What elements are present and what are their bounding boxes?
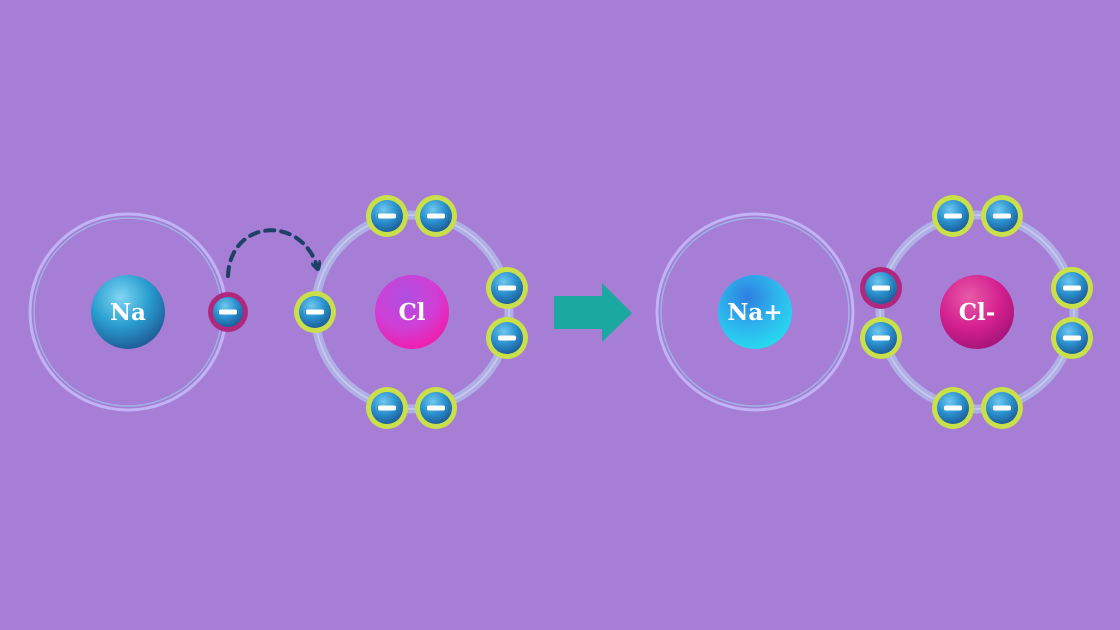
chloride-ion-shell [875, 210, 1079, 414]
chloride-electron-5 [932, 387, 974, 429]
chlorine-electron-6 [415, 387, 457, 429]
chlorine-electron-7 [294, 291, 336, 333]
electron-transfer-arrow [226, 228, 317, 278]
sodium-atom: Na [28, 212, 228, 412]
chlorine-electron-5 [366, 387, 408, 429]
chlorine-electron-4 [486, 317, 528, 359]
chloride-electron-2 [981, 195, 1023, 237]
chloride-electron-7 [860, 317, 902, 359]
sodium-symbol: Na [110, 299, 146, 326]
chlorine-electron-3 [486, 267, 528, 309]
chlorine-electron-1 [366, 195, 408, 237]
chloride-ion-symbol: Cl- [959, 299, 996, 326]
chloride-electron-6 [981, 387, 1023, 429]
chloride-ion-nucleus [940, 275, 1014, 349]
sodium-ion-nucleus [718, 275, 792, 349]
chloride-electron-4 [1051, 317, 1093, 359]
sodium-ion-shell [655, 212, 855, 412]
chlorine-electron-2 [415, 195, 457, 237]
chlorine-valence-electrons [294, 195, 528, 429]
chloride-electron-3 [1051, 267, 1093, 309]
sodium-nucleus [91, 275, 165, 349]
chlorine-symbol: Cl [398, 299, 425, 326]
chloride-gained-electron [860, 267, 902, 309]
reaction-arrow [554, 283, 632, 342]
chloride-valence-electrons [860, 195, 1093, 429]
chloride-electron-1 [932, 195, 974, 237]
chloride-ion: Cl- [875, 210, 1079, 414]
sodium-ion: Na+ [655, 212, 855, 412]
chlorine-atom: Cl [310, 210, 514, 414]
transferred-electron [208, 292, 248, 332]
sodium-ion-symbol: Na+ [727, 299, 782, 326]
chlorine-nucleus [375, 275, 449, 349]
